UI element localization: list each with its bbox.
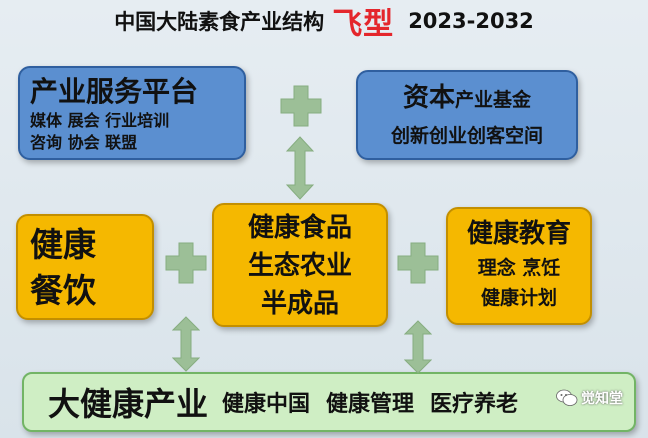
capital-line1: 资本产业基金 [372,78,562,121]
health-bar-item: 健康管理 [326,392,415,417]
capital-big-text: 资本 [402,83,455,113]
health-bar-items: 健康中国 健康管理 医疗养老 [222,386,518,418]
health-education-box: 健康教育 理念 烹饪 健康计划 [446,207,592,325]
healthy-dining-box: 健康 餐饮 [16,214,154,320]
title-main: 中国大陆素食产业结构 [114,10,325,34]
dining-line2: 餐饮 [30,271,96,310]
capital-line2: 创新创业创客空间 [390,125,543,147]
plus-icon [165,242,207,284]
capital-rest-text: 产业基金 [455,89,532,111]
education-line1: 理念 烹饪 [477,257,561,279]
wechat-icon [556,389,578,406]
education-title: 健康教育 [466,219,571,249]
title-years: 2023-2032 [408,9,534,33]
education-line2: 健康计划 [480,287,557,309]
health-bar-item: 健康中国 [222,392,311,417]
title-accent: 飞型 [332,7,395,42]
health-bar-item: 医疗养老 [430,392,519,417]
double-arrow-icon [286,136,314,200]
platform-title: 产业服务平台 [30,75,199,108]
dining-line1: 健康 [30,225,96,264]
plus-icon [397,242,439,284]
industry-service-platform-box: 产业服务平台 媒体 展会 行业培训 咨询 协会 联盟 [18,66,246,160]
big-health-industry-bar: 大健康产业 健康中国 健康管理 医疗养老 [22,372,636,432]
food-line2: 生态农业 [247,251,352,281]
capital-box: 资本产业基金 创新创业创客空间 [356,70,578,160]
watermark-text: 觉知堂 [581,391,623,407]
watermark: 觉知堂 [556,388,623,408]
healthy-food-box: 健康食品 生态农业 半成品 [212,203,388,327]
food-line3: 半成品 [260,289,339,319]
platform-line1: 媒体 展会 行业培训 [30,111,170,130]
plus-icon [280,85,322,127]
double-arrow-icon [404,320,432,374]
diagram-title: 中国大陆素食产业结构 飞型 2023-2032 [0,4,648,42]
food-line1: 健康食品 [247,213,352,243]
double-arrow-icon [172,316,200,372]
health-bar-main: 大健康产业 [48,385,209,423]
platform-line2: 咨询 协会 联盟 [30,133,138,152]
